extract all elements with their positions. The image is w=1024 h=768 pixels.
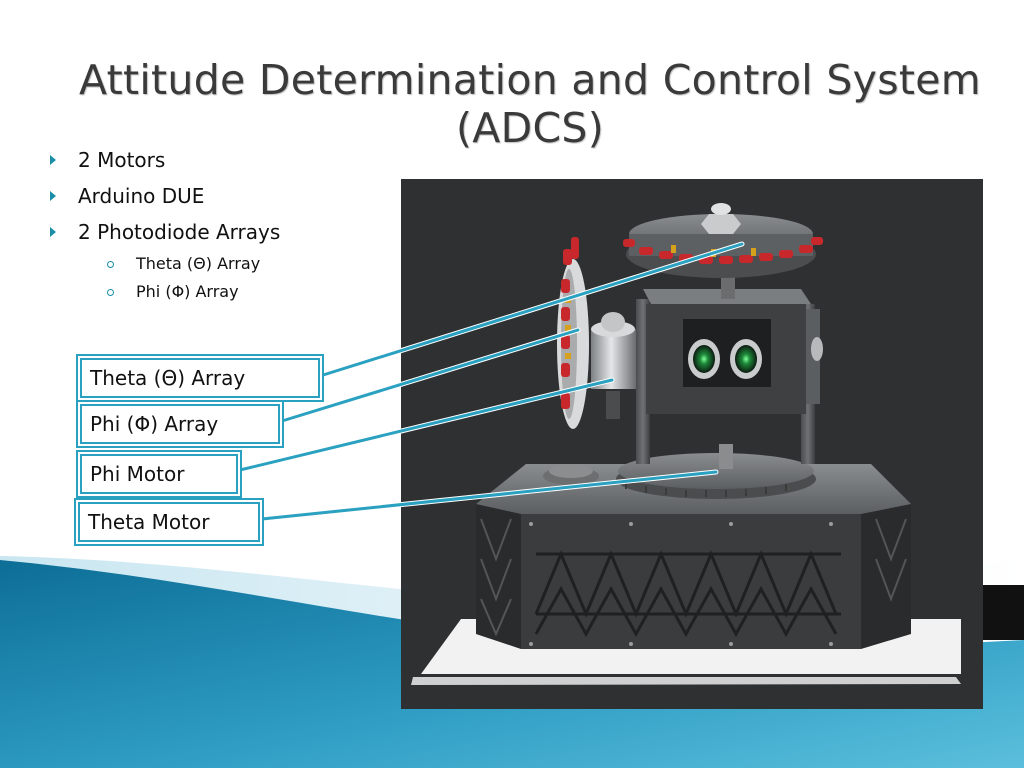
- bullet-item: 2 Photodiode Arrays Theta (Θ) Array Phi …: [48, 214, 280, 306]
- bullet-text: Arduino DUE: [78, 184, 205, 208]
- sub-bullet-list: Theta (Θ) Array Phi (Φ) Array: [78, 250, 280, 306]
- bullet-text: 2 Photodiode Arrays: [78, 220, 281, 244]
- ring-bullet-icon: [107, 289, 114, 296]
- sub-bullet-text: Theta (Θ) Array: [136, 254, 261, 273]
- sub-bullet-text: Phi (Φ) Array: [136, 282, 239, 301]
- title-line-1: Attitude Determination and Control Syste…: [78, 56, 982, 104]
- sub-bullet-item: Phi (Φ) Array: [78, 278, 280, 306]
- title-line-2: (ADCS): [455, 104, 605, 152]
- bullet-item: Arduino DUE: [48, 178, 280, 214]
- ring-bullet-icon: [107, 261, 114, 268]
- label-phi-motor: Phi Motor: [80, 454, 238, 494]
- bullet-item: 2 Motors: [48, 142, 280, 178]
- bullet-text: 2 Motors: [78, 148, 166, 172]
- page-title: Attitude Determination and Control Syste…: [40, 56, 1020, 152]
- adcs-render-drawing: [411, 203, 961, 685]
- bullet-list: 2 Motors Arduino DUE 2 Photodiode Arrays…: [48, 142, 280, 306]
- triangle-bullet-icon: [50, 155, 56, 165]
- label-theta-array: Theta (Θ) Array: [80, 358, 320, 398]
- label-theta-motor: Theta Motor: [78, 502, 260, 542]
- triangle-bullet-icon: [50, 227, 56, 237]
- triangle-bullet-icon: [50, 191, 56, 201]
- sub-bullet-item: Theta (Θ) Array: [78, 250, 280, 278]
- adcs-render-image: [401, 179, 983, 709]
- label-phi-array: Phi (Φ) Array: [80, 404, 280, 444]
